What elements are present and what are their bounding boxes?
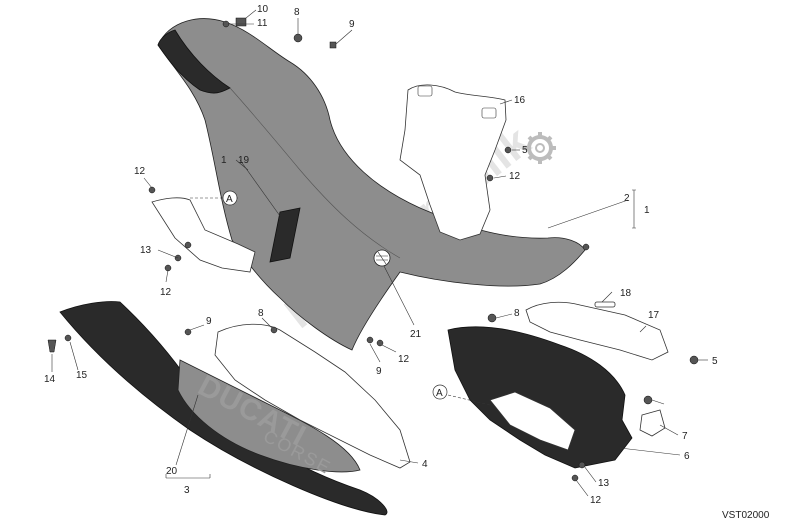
- piece-7: [639, 409, 666, 437]
- marker-a-upper: [222, 190, 238, 206]
- callout-6: 6: [684, 451, 690, 462]
- screw-5-right: [689, 355, 699, 365]
- nut-8-right: [487, 313, 497, 323]
- callout-15: 15: [76, 370, 88, 381]
- nut-8-lower: [643, 395, 653, 405]
- marker-a-lower-label: A: [436, 388, 443, 399]
- callout-17: 17: [648, 310, 660, 321]
- callout-16: 16: [514, 95, 526, 106]
- callout-labels: 10 11 8 9 16 5 1 19 2 1 12 13 12 12 21 9…: [44, 4, 718, 506]
- deflector-17: [525, 301, 669, 361]
- watermark-gear-icon: [524, 132, 556, 164]
- marker-a-upper-label: A: [226, 194, 233, 205]
- callout-9-top: 9: [349, 19, 355, 30]
- hardware-group: [47, 17, 699, 482]
- clip-10: [235, 17, 247, 27]
- callout-9-low: 9: [376, 366, 382, 377]
- inner-panel-4: [214, 323, 411, 469]
- inner-side-panel: [151, 197, 256, 273]
- callout-12-mid: 12: [398, 354, 410, 365]
- callout-12-right: 12: [509, 171, 521, 182]
- side-panel-6-inset: [489, 391, 576, 451]
- nut-11: [222, 20, 230, 28]
- side-panel-6: [447, 326, 633, 469]
- bolt-14: [47, 339, 57, 353]
- sticker-19: [269, 207, 301, 263]
- bracket-16: [399, 84, 507, 241]
- screw-12-right: [486, 174, 494, 182]
- bracket-16-slot: [417, 85, 433, 97]
- callout-2: 2: [624, 193, 630, 204]
- bracket-16-slot: [481, 107, 497, 119]
- screw-12-bottom-mid: [376, 339, 384, 347]
- callout-5-top: 5: [522, 145, 528, 156]
- screw-5-top: [504, 146, 512, 154]
- leader-lines: [51, 9, 708, 497]
- ref-line-a-lower: [447, 394, 491, 406]
- callout-10: 10: [257, 4, 269, 15]
- washer-13-bottom: [578, 461, 586, 469]
- callout-4: 4: [422, 459, 428, 470]
- callout-3: 3: [184, 485, 190, 496]
- callout-8-mid: 8: [258, 308, 264, 319]
- marker-a-lower: [432, 384, 448, 400]
- callout-12-bottom: 12: [590, 495, 602, 506]
- screw-12-mid: [184, 241, 192, 249]
- bolt-fairing-right: [582, 243, 590, 251]
- upper-fairing-panel: [157, 18, 586, 351]
- callout-8-right: 8: [514, 308, 520, 319]
- nut-8-mid: [270, 326, 278, 334]
- figure-reference-code: VST02000: [722, 510, 770, 521]
- fastener-21: [373, 249, 391, 267]
- nut-8-top: [293, 33, 303, 43]
- clip-9-mid: [184, 328, 192, 336]
- strip-18: [594, 301, 616, 308]
- callout-21: 21: [410, 329, 422, 340]
- callout-12-low: 12: [160, 287, 172, 298]
- callout-20: 20: [166, 466, 178, 477]
- callout-8-top: 8: [294, 7, 300, 18]
- callout-1-right: 1: [644, 205, 650, 216]
- washer-15: [64, 334, 72, 342]
- screw-12-bottom: [571, 474, 579, 482]
- callout-1-top: 1: [221, 155, 227, 166]
- clip-9-low: [366, 336, 374, 344]
- callout-18: 18: [620, 288, 632, 299]
- callout-7: 7: [682, 431, 688, 442]
- callout-13-bottom: 13: [598, 478, 610, 489]
- callout-11: 11: [257, 18, 268, 29]
- upper-fairing-front-edge: [157, 29, 231, 94]
- callout-14: 14: [44, 374, 56, 385]
- callout-12-left: 12: [134, 166, 146, 177]
- callout-9-mid: 9: [206, 316, 212, 327]
- callout-13-left: 13: [140, 245, 152, 256]
- callout-5-right: 5: [712, 356, 718, 367]
- clip-9-top: [329, 41, 337, 49]
- callout-19: 19: [238, 155, 250, 166]
- screw-12-left: [148, 186, 156, 194]
